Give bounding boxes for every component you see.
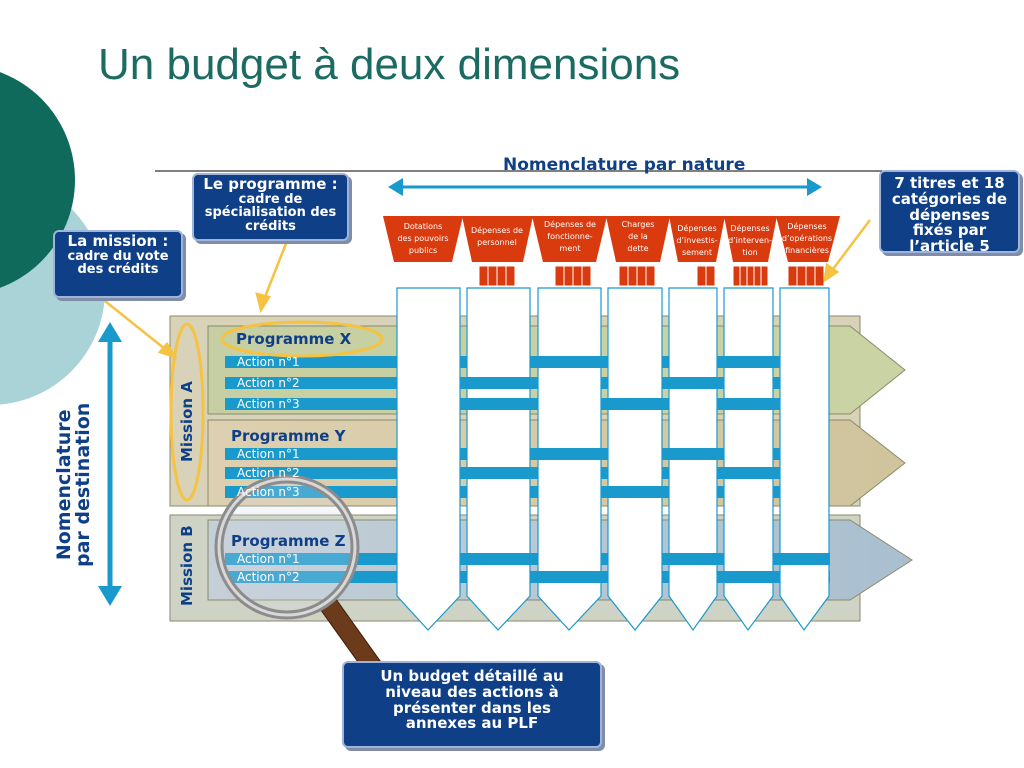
destination-label-line2: par destination xyxy=(72,402,94,567)
titres-callout: 7 titres et 18 catégories de dépenses fi… xyxy=(879,170,1020,255)
destination-axis-label: Nomenclature par destination xyxy=(53,402,94,567)
annexes-callout: Un budget détaillé au niveau des actions… xyxy=(342,661,602,748)
category-label-intervention: Dépenses d’interven- tion xyxy=(728,224,772,257)
category-label-personnel: Dépenses de personnel xyxy=(471,226,523,247)
category-headers xyxy=(383,216,840,262)
category-sub-blocks xyxy=(478,265,825,287)
pointer-mission xyxy=(99,296,171,354)
action-y-2: Action n°2 xyxy=(237,466,300,480)
programme-y-label: Programme Y xyxy=(231,427,346,445)
nature-axis-label: Nomenclature par nature xyxy=(503,155,746,175)
pointer-programme xyxy=(261,240,289,303)
category-label-operations-financieres: Dépenses d’opérations financières xyxy=(781,222,833,255)
mission-b-label: Mission B xyxy=(178,525,196,606)
mission-a-highlight xyxy=(169,322,205,502)
pointer-titres xyxy=(829,219,871,274)
action-x-3: Action n°3 xyxy=(237,397,300,411)
action-x-2: Action n°2 xyxy=(237,376,300,390)
programme-callout-body: cadre de spécialisation des crédits xyxy=(204,191,337,235)
nature-columns xyxy=(396,287,830,632)
intersection-stripes xyxy=(467,356,829,583)
programme-callout-title: Le programme : xyxy=(203,175,338,193)
magnifying-glass-icon xyxy=(214,474,384,677)
programme-callout: Le programme : cadre de spécialisation d… xyxy=(192,173,349,241)
mission-callout-title: La mission : xyxy=(67,232,169,250)
category-label-investissement: Dépenses d’investis- sement xyxy=(676,224,718,257)
annexes-callout-text: Un budget détaillé au niveau des actions… xyxy=(380,667,564,733)
category-label-dotations: Dotations des pouvoirs publics xyxy=(397,222,449,255)
titres-callout-text: 7 titres et 18 catégories de dépenses fi… xyxy=(891,174,1008,255)
mission-a-label: Mission A xyxy=(178,381,196,462)
programme-z-label: Programme Z xyxy=(231,532,346,550)
programme-x-label: Programme X xyxy=(236,330,352,348)
mission-callout: La mission : cadre du vote des crédits xyxy=(53,230,183,298)
action-z-2: Action n°2 xyxy=(237,570,300,584)
programme-x-highlight xyxy=(220,320,384,358)
category-label-dette: Charges de la dette xyxy=(621,220,655,253)
action-y-3: Action n°3 xyxy=(237,485,300,499)
category-label-fonctionnement: Dépenses de fonctionne- ment xyxy=(544,220,596,253)
action-z-1: Action n°1 xyxy=(237,552,300,566)
page-title: Un budget à deux dimensions xyxy=(98,40,681,89)
mission-callout-body: cadre du vote des crédits xyxy=(67,248,169,278)
action-y-1: Action n°1 xyxy=(237,447,300,461)
action-x-1: Action n°1 xyxy=(237,355,300,369)
